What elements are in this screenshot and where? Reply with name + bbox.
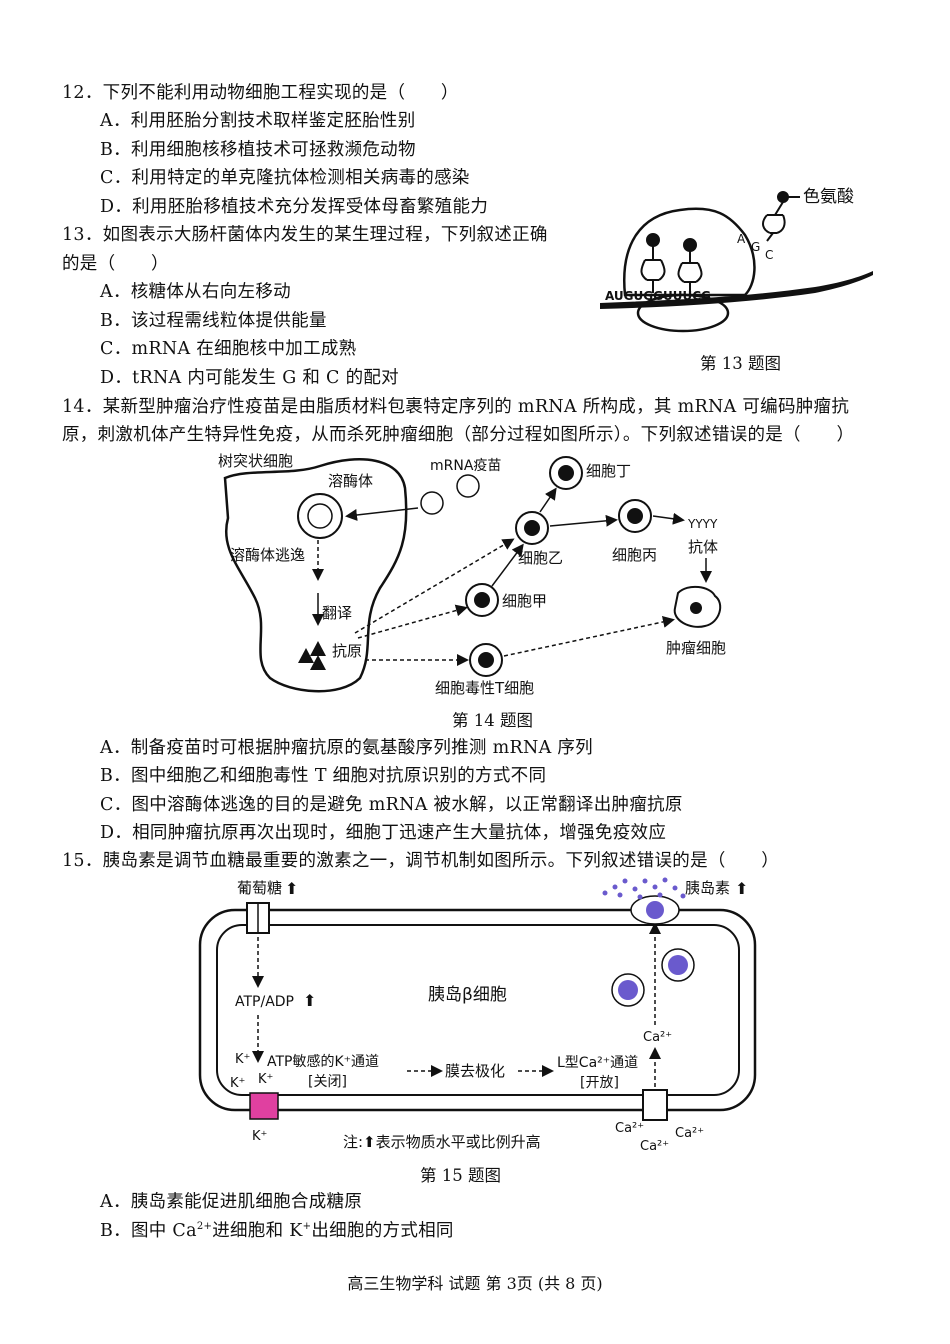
q12-option-b: B．利用细胞核移植技术可拯救濒危动物 <box>100 140 416 160</box>
q14-stem-line1: 14．某新型肿瘤治疗性疫苗是由脂质材料包裹特定序列的 mRNA 所构成，其 mR… <box>62 397 850 417</box>
q15-option-b-part2: 进细胞和 K <box>212 1221 303 1241</box>
q12-option-c: C．利用特定的单克隆抗体检测相关病毒的感染 <box>100 168 470 188</box>
q12-option-d: D．利用胚胎移植技术充分发挥受体母畜繁殖能力 <box>100 197 489 217</box>
vaccine-label: mRNA疫苗 <box>430 458 501 474</box>
tumor-label: 肿瘤细胞 <box>666 639 726 657</box>
q15-option-b-sup2: + <box>302 1221 312 1233</box>
beta-cell-label: 胰岛β细胞 <box>428 985 507 1005</box>
q13-option-d: D．tRNA 内可能发生 G 和 C 的配对 <box>100 368 399 388</box>
q13-option-b: B．该过程需线粒体提供能量 <box>100 311 327 331</box>
atp-adp-label: ATP/ADP <box>235 994 294 1010</box>
fig14-caption: 第 14 题图 <box>452 711 533 730</box>
anticodon-g: G <box>751 240 760 254</box>
q12-stem: 12．下列不能利用动物细胞工程实现的是（ ） <box>62 83 459 103</box>
mrna-strand <box>600 271 873 309</box>
legend-note: 注:⬆表示物质水平或比例升高 <box>343 1133 541 1151</box>
q14-option-c: C．图中溶酶体逃逸的目的是避免 mRNA 被水解，以正常翻译出肿瘤抗原 <box>100 795 683 815</box>
page-footer: 高三生物学科 试题 第 3页 (共 8 页) <box>347 1274 603 1293</box>
cell-yi-label: 细胞乙 <box>518 549 563 567</box>
ca-label-4: Ca²⁺ <box>643 1030 672 1045</box>
amino-acid-label: 色氨酸 <box>803 187 854 207</box>
atp-up-arrow-icon: ⬆ <box>303 991 316 1010</box>
q14-stem-line2: 原，刺激机体产生特异性免疫，从而杀死肿瘤细胞（部分过程如图所示）。下列叙述错误的… <box>62 425 855 445</box>
anticodon-a: A <box>737 232 746 246</box>
cell-membrane-inner <box>216 924 740 1096</box>
translation-label: 翻译 <box>322 604 352 622</box>
vaccine-particle-1 <box>420 491 444 515</box>
mrna-sequence: AUGUGGUUUCG <box>605 289 711 303</box>
antibody-glyphs: YYYY <box>687 517 718 531</box>
q15-option-b-part1: B．图中 Ca <box>100 1221 197 1241</box>
q15-option-b-sup1: 2+ <box>196 1221 213 1233</box>
insulin-particles <box>602 877 686 900</box>
cell-jia-label: 细胞甲 <box>502 592 547 610</box>
k-label-1: K⁺ <box>235 1052 250 1067</box>
depolarize-label: 膜去极化 <box>445 1062 505 1080</box>
k-channel <box>249 1092 279 1120</box>
q15-option-a: A．胰岛素能促进肌细胞合成糖原 <box>100 1192 363 1212</box>
q13-option-c: C．mRNA 在细胞核中加工成熟 <box>100 339 357 359</box>
k-channel-label: ATP敏感的K⁺通道 <box>267 1053 379 1070</box>
ca-label-1: Ca²⁺ <box>615 1121 644 1136</box>
ctl-label: 细胞毒性T细胞 <box>435 679 534 697</box>
antibody-label: 抗体 <box>688 538 718 556</box>
vaccine-particle-2 <box>456 474 480 498</box>
cell-bing-label: 细胞丙 <box>612 546 657 564</box>
k-label-4: K⁺ <box>252 1129 267 1144</box>
k-channel-state: [关闭] <box>308 1074 347 1090</box>
q13-stem-line1: 13．如图表示大肠杆菌体内发生的某生理过程，下列叙述正确 <box>62 225 548 245</box>
insulin-up-arrow-icon: ⬆ <box>735 879 748 898</box>
ca-channel-state: [开放] <box>580 1075 619 1091</box>
k-label-2: K⁺ <box>230 1076 245 1091</box>
anticodon-c: C <box>765 248 773 262</box>
insulin-figure: 葡萄糖 ⬆ ATP/ADP ⬆ 胰岛β细胞 K⁺ ATP敏感的K⁺通道 [关闭]… <box>198 877 757 1154</box>
glucose-label: 葡萄糖 <box>237 879 282 897</box>
fig13-caption: 第 13 题图 <box>700 354 781 373</box>
q13-stem-line2: 的是（ ） <box>62 254 169 274</box>
ca-label-2: Ca²⁺ <box>675 1126 704 1141</box>
q15-option-b: B．图中 Ca2+进细胞和 K+出细胞的方式相同 <box>100 1218 454 1244</box>
ca-label-3: Ca²⁺ <box>640 1139 669 1154</box>
q14-option-d: D．相同肿瘤抗原再次出现时，细胞丁迅速产生大量抗体，增强免疫效应 <box>100 823 667 843</box>
q14-option-b: B．图中细胞乙和细胞毒性 T 细胞对抗原识别的方式不同 <box>100 766 547 786</box>
cell-membrane-outer <box>198 908 757 1112</box>
ca-channel-label: L型Ca²⁺通道 <box>557 1055 638 1071</box>
insulin-label: 胰岛素 <box>685 879 730 897</box>
q14-option-a: A．制备疫苗时可根据肿瘤抗原的氨基酸序列推测 mRNA 序列 <box>100 738 593 758</box>
k-label-3: K⁺ <box>258 1072 273 1087</box>
trna-2 <box>677 238 703 293</box>
dendritic-cell-label: 树突状细胞 <box>218 452 293 470</box>
q13-option-a: A．核糖体从右向左移动 <box>100 282 291 302</box>
fig15-caption: 第 15 题图 <box>420 1166 501 1185</box>
q12-option-a: A．利用胚胎分割技术取样鉴定胚胎性别 <box>100 111 416 131</box>
lysosome-label: 溶酶体 <box>328 472 373 490</box>
antigen-label: 抗原 <box>332 642 362 660</box>
lysosome <box>297 493 343 539</box>
free-trna <box>762 191 800 242</box>
escape-label: 溶酶体逃逸 <box>230 546 305 564</box>
cell-ding-label: 细胞丁 <box>586 462 631 480</box>
glucose-up-arrow-icon: ⬆ <box>285 879 298 898</box>
q15-option-b-part3: 出细胞的方式相同 <box>311 1221 454 1241</box>
ca-channel <box>642 1089 668 1121</box>
translation-figure: AUGUGGUUUCG 色氨酸 A G C <box>600 187 873 333</box>
antigen-triangles <box>298 641 326 670</box>
immune-figure: 树突状细胞 溶酶体 mRNA疫苗 溶酶体逃逸 翻译 抗原 细胞甲 细胞乙 细胞丁… <box>218 452 726 697</box>
trna-1 <box>640 233 666 293</box>
q15-stem: 15．胰岛素是调节血糖最重要的激素之一，调节机制如图所示。下列叙述错误的是（ ） <box>62 851 780 871</box>
